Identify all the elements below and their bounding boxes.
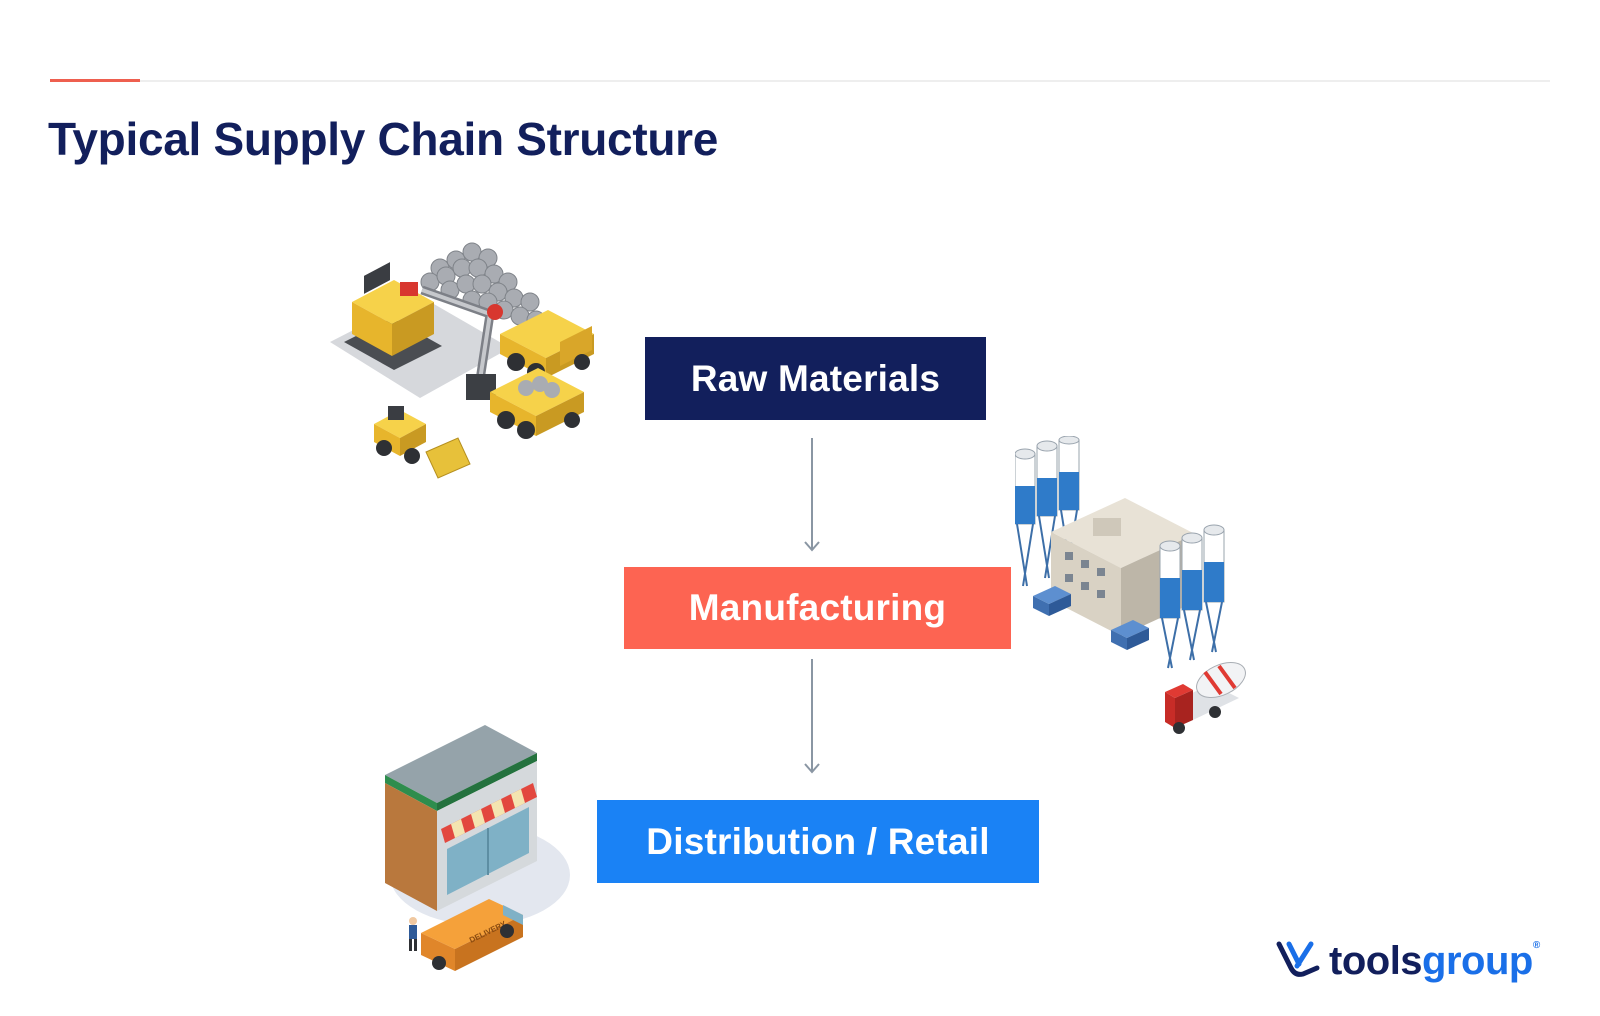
store-delivery-illustration: DELIVERY (385, 725, 570, 971)
header-accent-line (50, 79, 140, 82)
distribution-retail-box: Distribution / Retail (597, 800, 1039, 883)
factory-illustration (1015, 436, 1246, 734)
raw-materials-box: Raw Materials (645, 337, 986, 420)
distribution-retail-label: Distribution / Retail (646, 820, 990, 862)
toolsgroup-mark-icon (1276, 941, 1320, 977)
logo-wordmark: toolsgroup® (1329, 939, 1540, 983)
arrow-down-icon (804, 438, 820, 552)
header-divider (50, 80, 1550, 82)
arrow-down-icon (804, 659, 820, 774)
raw-materials-label: Raw Materials (690, 357, 941, 399)
logo-text-tools: tools (1329, 939, 1423, 983)
toolsgroup-logo: toolsgroup® (1275, 935, 1540, 987)
page-title: Typical Supply Chain Structure (48, 113, 719, 165)
mining-illustration (330, 242, 594, 479)
manufacturing-box: Manufacturing (624, 567, 1011, 649)
logo-text-group: group (1422, 939, 1533, 983)
manufacturing-label: Manufacturing (688, 587, 947, 628)
logo-registered-mark: ® (1532, 940, 1540, 951)
